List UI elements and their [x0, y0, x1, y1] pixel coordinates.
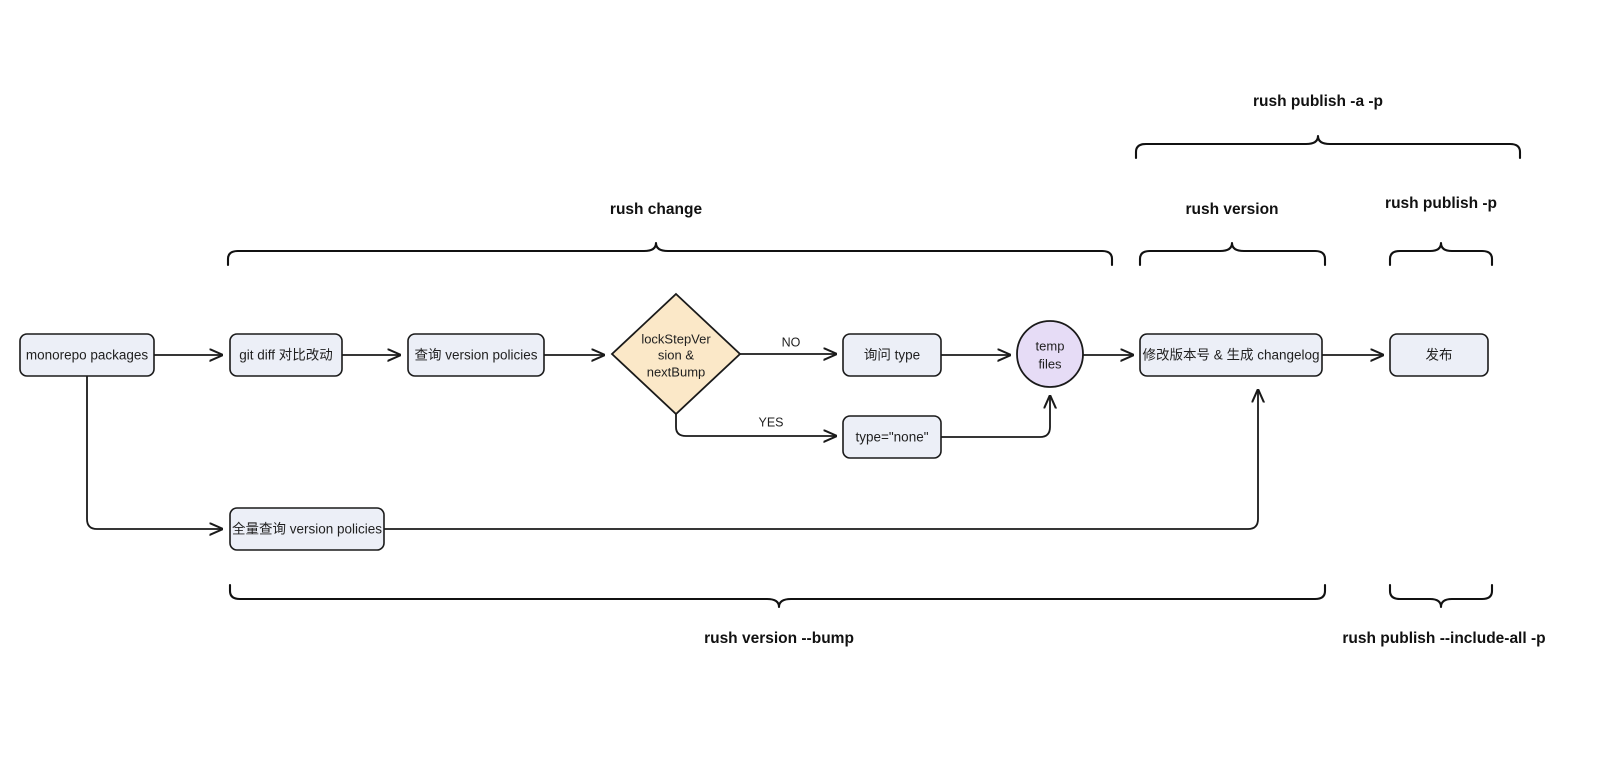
- brace-rush-publish-p: [1388, 241, 1494, 267]
- node-type-none-label: type="none": [855, 430, 928, 445]
- group-label-rush-publish-a-p: rush publish -a -p: [1253, 93, 1383, 110]
- node-git-diff[interactable]: git diff 对比改动: [229, 333, 343, 377]
- node-git-diff-shape[interactable]: [229, 333, 343, 377]
- group-label-rush-publish-p: rush publish -p: [1385, 195, 1497, 212]
- brace-rush-publish-include-all: [1388, 583, 1494, 609]
- brace-rush-version-bump: [228, 583, 1327, 609]
- node-ask-type[interactable]: 询问 type: [842, 333, 942, 377]
- node-lockstep-decision-line2: sion &: [658, 347, 694, 362]
- edge-monorepo-to-fullquery: [86, 376, 222, 529]
- node-publish-label: 发布: [1426, 348, 1453, 363]
- group-label-rush-version: rush version: [1185, 201, 1278, 218]
- node-temp-files[interactable]: temp files: [1016, 320, 1084, 388]
- edge-typenone-to-tempfiles: [941, 396, 1050, 438]
- edge-lockstep-yes-to-typenone: [675, 414, 836, 436]
- braces-top: [226, 134, 1522, 267]
- node-lockstep-decision[interactable]: lockStepVer sion & nextBump: [610, 292, 742, 416]
- node-full-query-version-policies-label: 全量查询 version policies: [232, 521, 382, 537]
- node-monorepo-packages-shape[interactable]: [19, 333, 155, 377]
- node-lockstep-decision-shape[interactable]: [610, 292, 742, 416]
- brace-rush-change: [226, 241, 1114, 267]
- edge-label-no: NO: [782, 335, 801, 349]
- node-query-version-policies-label: 查询 version policies: [414, 348, 537, 363]
- node-lockstep-decision-line3: nextBump: [647, 364, 706, 379]
- node-monorepo-packages-label: monorepo packages: [26, 348, 149, 363]
- node-temp-files-line2: files: [1038, 356, 1062, 371]
- group-label-rush-change: rush change: [610, 201, 703, 218]
- group-label-rush-version-bump: rush version --bump: [704, 630, 854, 647]
- node-bump-version-changelog[interactable]: 修改版本号 & 生成 changelog: [1139, 333, 1323, 377]
- brace-rush-publish-a-p: [1134, 134, 1522, 160]
- node-full-query-version-policies-shape[interactable]: [229, 507, 385, 551]
- node-query-version-policies-shape[interactable]: [407, 333, 545, 377]
- edges: [86, 354, 1383, 530]
- node-temp-files-line1: temp: [1036, 338, 1065, 353]
- edge-labels: NO YES: [758, 335, 800, 429]
- node-lockstep-decision-line1: lockStepVer: [641, 331, 711, 346]
- node-publish-shape[interactable]: [1389, 333, 1489, 377]
- braces-bottom: [228, 583, 1494, 609]
- brace-rush-version: [1138, 241, 1327, 267]
- node-bump-version-changelog-shape[interactable]: [1139, 333, 1323, 377]
- node-ask-type-shape[interactable]: [842, 333, 942, 377]
- node-monorepo-packages[interactable]: monorepo packages: [19, 333, 155, 377]
- group-labels: rush change rush version rush publish -p…: [610, 93, 1546, 647]
- node-type-none[interactable]: type="none": [842, 415, 942, 459]
- node-type-none-shape[interactable]: [842, 415, 942, 459]
- node-ask-type-label: 询问 type: [864, 348, 920, 363]
- node-full-query-version-policies[interactable]: 全量查询 version policies: [229, 507, 385, 551]
- edge-label-yes: YES: [758, 415, 783, 429]
- nodes: monorepo packages git diff 对比改动 查询 versi…: [19, 292, 1489, 551]
- edge-fullquery-to-bumpver: [384, 390, 1258, 530]
- node-publish[interactable]: 发布: [1389, 333, 1489, 377]
- node-temp-files-shape[interactable]: [1016, 320, 1084, 388]
- node-query-version-policies[interactable]: 查询 version policies: [407, 333, 545, 377]
- group-label-rush-publish-include-all: rush publish --include-all -p: [1342, 630, 1545, 647]
- node-bump-version-changelog-label: 修改版本号 & 生成 changelog: [1142, 348, 1319, 363]
- node-git-diff-label: git diff 对比改动: [239, 348, 333, 363]
